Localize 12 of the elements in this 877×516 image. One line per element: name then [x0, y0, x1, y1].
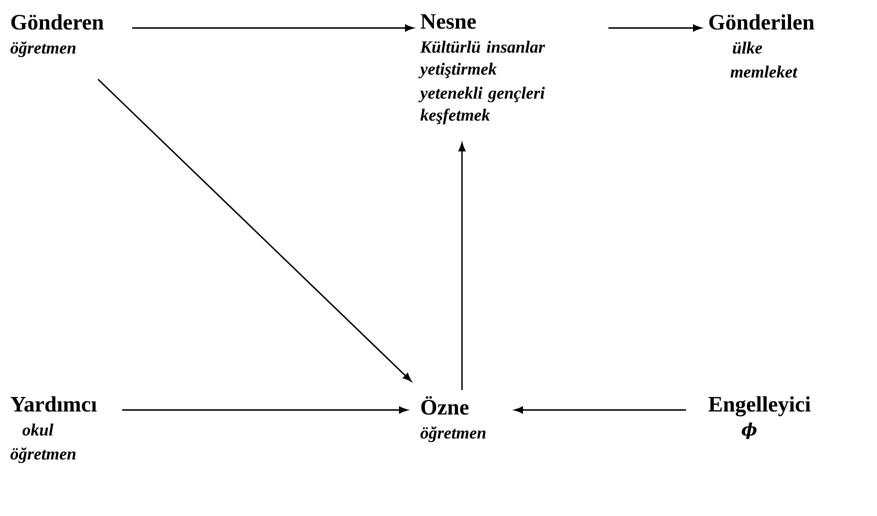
arrow — [132, 24, 414, 32]
actant-label: Gönderilen ülke memleket — [709, 14, 814, 78]
actant-label: Engelleyici ϕ — [708, 396, 811, 439]
actant-label: Nesne Kültürlü insanlar yetiştirmek yetenekli gençleri keşfetmek — [418, 14, 546, 124]
arrow — [98, 78, 412, 382]
actant-label: Özne öğretmen — [420, 396, 486, 442]
actant-label: Gönderen öğretmen — [10, 14, 104, 58]
arrow — [122, 406, 408, 414]
arrow — [514, 406, 686, 414]
actant-label: Yardımcı okul öğretmen — [10, 396, 97, 464]
arrow — [608, 24, 702, 32]
arrow — [458, 142, 466, 390]
